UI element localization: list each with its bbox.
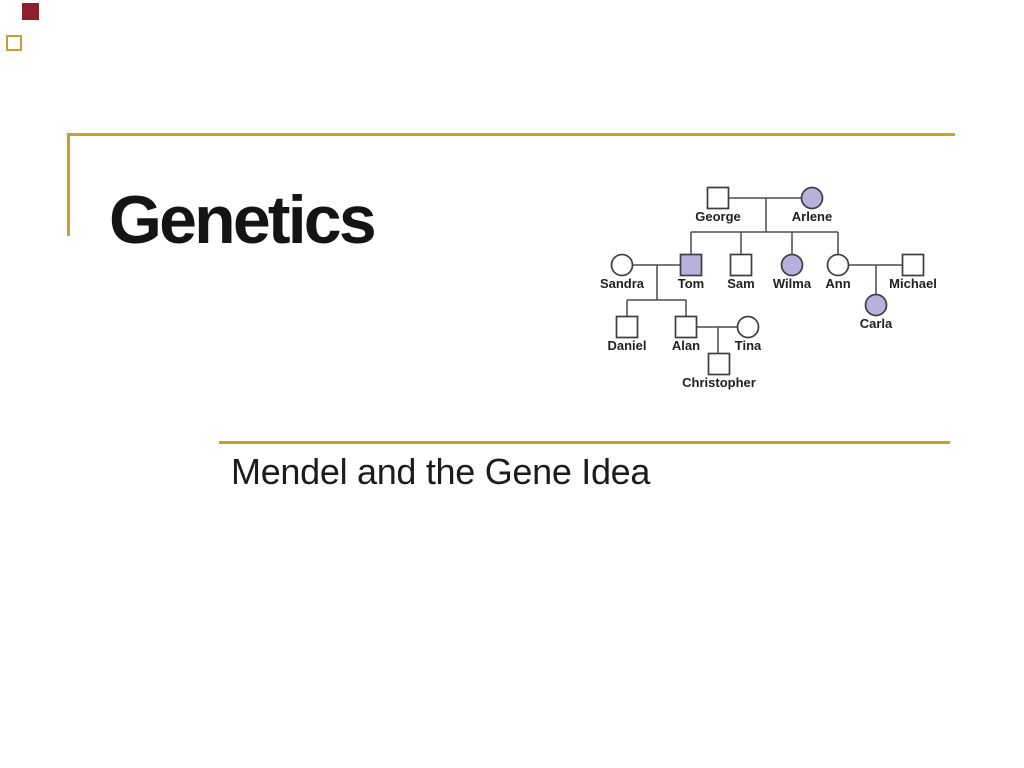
subtitle-divider-line (219, 441, 950, 444)
person-label-sam: Sam (727, 276, 754, 291)
person-node-wilma (780, 253, 804, 277)
slide-title: Genetics (109, 182, 377, 258)
person-label-daniel: Daniel (607, 338, 646, 353)
person-label-carla: Carla (860, 316, 893, 331)
person-label-sandra: Sandra (600, 276, 645, 291)
person-node-carla (864, 293, 888, 317)
title-bracket-vertical-line (67, 133, 70, 236)
person-node-ann (826, 253, 850, 277)
person-node-michael (901, 253, 925, 277)
corner-decor-red-square (22, 3, 39, 20)
person-label-arlene: Arlene (792, 209, 832, 224)
person-node-tom (679, 253, 703, 277)
person-label-tom: Tom (678, 276, 704, 291)
person-node-sam (729, 253, 753, 277)
person-label-michael: Michael (889, 276, 937, 291)
person-label-ann: Ann (825, 276, 850, 291)
title-bracket-horizontal-line (67, 133, 955, 136)
person-label-tina: Tina (735, 338, 762, 353)
person-label-george: George (695, 209, 741, 224)
person-node-tina (736, 315, 760, 339)
corner-decor-gold-square (6, 35, 22, 51)
person-node-arlene (800, 186, 824, 210)
person-label-wilma: Wilma (773, 276, 812, 291)
person-node-alan (674, 315, 698, 339)
person-node-sandra (610, 253, 634, 277)
person-label-alan: Alan (672, 338, 700, 353)
person-node-george (706, 186, 730, 210)
person-node-daniel (615, 315, 639, 339)
slide-subtitle: Mendel and the Gene Idea (231, 451, 651, 492)
person-node-christopher (707, 352, 731, 376)
person-label-christopher: Christopher (682, 375, 756, 390)
